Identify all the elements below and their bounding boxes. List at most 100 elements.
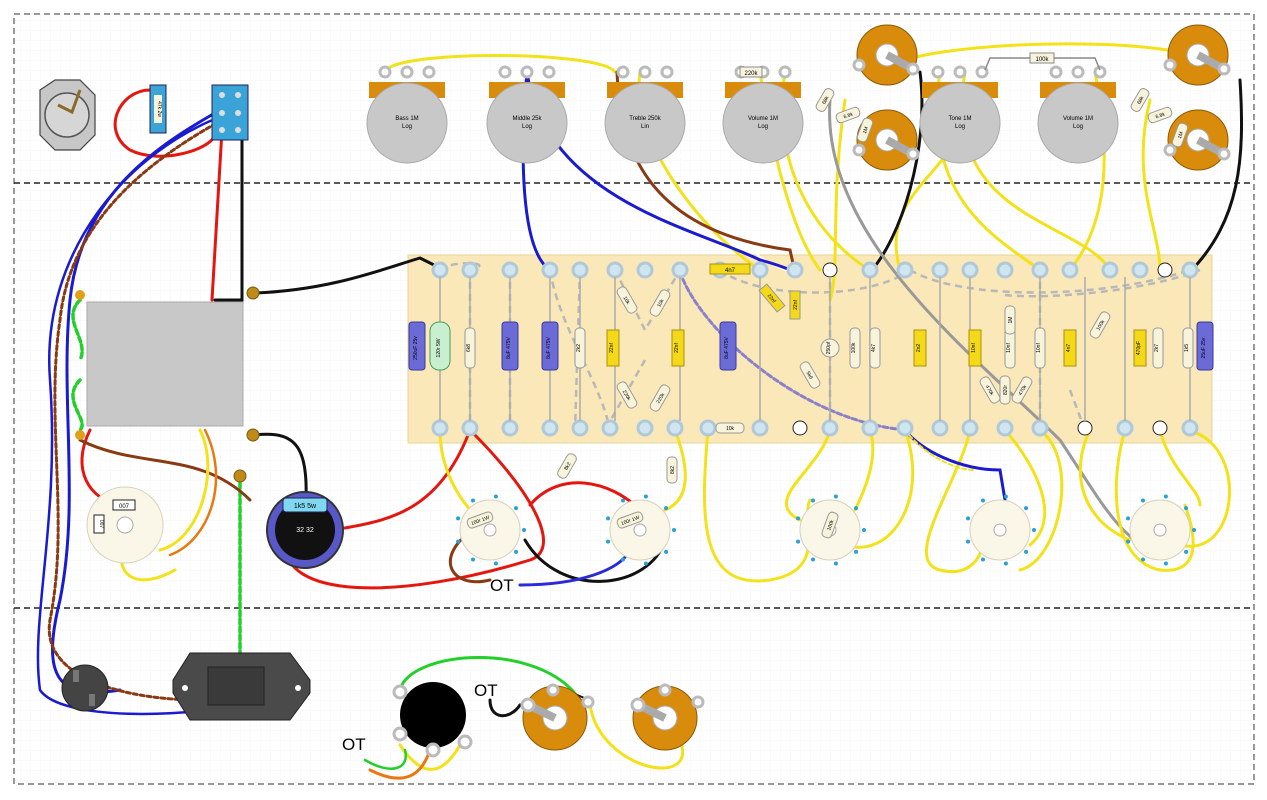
turret-bottom: [1181, 419, 1199, 437]
svg-text:10k: 10k: [656, 298, 665, 308]
svg-text:100k: 100k: [826, 519, 836, 532]
svg-text:120r 5W: 120r 5W: [436, 338, 442, 357]
svg-text:5k6: 5k6: [805, 371, 814, 381]
chassis-outline: [13, 13, 1255, 785]
transformer-tab-2: [75, 430, 85, 440]
resistor-100k-top-label: 100k: [1035, 57, 1049, 63]
board-part: 22nf: [789, 290, 801, 320]
svg-text:820r: 820r: [1003, 385, 1009, 395]
svg-text:1M: 1M: [1177, 131, 1185, 140]
switch-block[interactable]: [211, 84, 249, 141]
turret-bottom: [961, 419, 979, 437]
board-part: 22nf: [758, 283, 786, 313]
board-component: 22nf: [606, 329, 620, 367]
board-component: 2n2: [913, 329, 927, 367]
turret-bottom: [699, 419, 717, 437]
pot-label: Volume 1M: [1063, 116, 1093, 122]
svg-text:2n2: 2n2: [916, 344, 922, 353]
svg-text:10nf: 10nf: [1006, 343, 1012, 353]
input-jack[interactable]: [39, 79, 96, 151]
svg-text:2k7: 2k7: [1154, 344, 1160, 352]
svg-text:250uF 25v: 250uF 25v: [413, 336, 419, 360]
turret-bottom: [751, 419, 769, 437]
pot-label: Volume 1M: [748, 116, 778, 122]
turret-top: [996, 261, 1014, 279]
board-component: 22nf: [671, 329, 685, 367]
svg-text:22nf: 22nf: [609, 343, 615, 353]
iec-inlet[interactable]: [172, 652, 311, 721]
brass-pot-3[interactable]: [1163, 24, 1231, 86]
svg-text:6.8k: 6.8k: [843, 111, 854, 120]
turret-top: [961, 261, 979, 279]
svg-text:2k2: 2k2: [576, 344, 582, 352]
cap-4n7: 4n7: [709, 263, 751, 275]
svg-text:1M: 1M: [1008, 317, 1014, 324]
svg-text:10nf: 10nf: [1036, 343, 1042, 353]
board-component: 25uF 25v: [1196, 321, 1214, 371]
turret-top: [571, 261, 589, 279]
turret-bottom: [431, 419, 449, 437]
bottom-pot-1[interactable]: [520, 683, 595, 751]
turret-bottom: [571, 419, 589, 437]
svg-text:8k2: 8k2: [670, 466, 676, 474]
svg-text:4n7: 4n7: [725, 268, 736, 274]
board-component: 250pf: [820, 338, 840, 358]
board-component: 8uF 475V: [541, 321, 559, 371]
svg-text:68k: 68k: [1136, 95, 1145, 105]
resistor-220k-label: 220k: [744, 71, 758, 77]
svg-text:68k: 68k: [821, 95, 830, 105]
svg-text:470k: 470k: [1018, 384, 1029, 397]
pot-4[interactable]: Volume 1M Log: [722, 65, 804, 164]
svg-text:8uF 475V: 8uF 475V: [506, 336, 512, 358]
board-component: 2k7: [1152, 327, 1164, 369]
fuse-holder[interactable]: [61, 664, 109, 712]
turret-top: [1131, 261, 1149, 279]
turret-bottom: [461, 419, 479, 437]
svg-text:4k7: 4k7: [871, 344, 877, 352]
board-component: 10nf: [1004, 327, 1016, 369]
board-part: 10k: [715, 422, 745, 434]
brass-pot-1[interactable]: [852, 24, 920, 86]
resistor-47k-2w: 47k 2w: [149, 84, 249, 141]
board-component: 6k8: [464, 327, 476, 369]
resistor-1k5-label: 1k5 5w: [294, 503, 317, 510]
pot-label: Treble 250k: [629, 116, 661, 122]
turret-bottom: [1031, 419, 1049, 437]
board-component: 470pF: [1133, 329, 1147, 367]
board-part: 470k: [1011, 376, 1033, 404]
turret-bottom: [501, 419, 519, 437]
svg-text:220k: 220k: [656, 392, 667, 405]
svg-text:8uF 475V: 8uF 475V: [546, 336, 552, 358]
svg-text:470k: 470k: [984, 384, 995, 397]
board-component: 1k5: [1182, 327, 1194, 369]
ot-label-2: OT: [474, 681, 498, 700]
board-part: 220k: [616, 381, 638, 409]
turret-top: [671, 261, 689, 279]
turret-top: [822, 262, 838, 278]
turret-bottom: [861, 419, 879, 437]
bottom-pot-2[interactable]: [630, 683, 705, 751]
pot-taper: Log: [1073, 124, 1083, 130]
turret-top: [501, 261, 519, 279]
svg-text:8k2: 8k2: [563, 461, 572, 471]
svg-text:250pf: 250pf: [826, 341, 832, 354]
bottom-knob-black[interactable]: [392, 682, 473, 758]
svg-text:6.8k: 6.8k: [1155, 111, 1166, 120]
pot-6[interactable]: Volume 1M Log: [1037, 65, 1119, 164]
power-transformer: [86, 301, 244, 427]
pot-taper: Log: [758, 124, 768, 130]
resistor: 68k: [1130, 88, 1150, 112]
grommet-top: [246, 286, 260, 300]
turret-bottom: [1116, 419, 1134, 437]
board-part: 1M: [1004, 305, 1016, 335]
board-part: 820r: [999, 375, 1011, 405]
tube-label: 007: [119, 504, 130, 510]
board-component: 8uF 475V: [719, 321, 737, 371]
board-part: 10k: [616, 286, 638, 314]
rectifier-socket: 007 007: [86, 486, 164, 564]
turret-board: [407, 254, 1213, 444]
